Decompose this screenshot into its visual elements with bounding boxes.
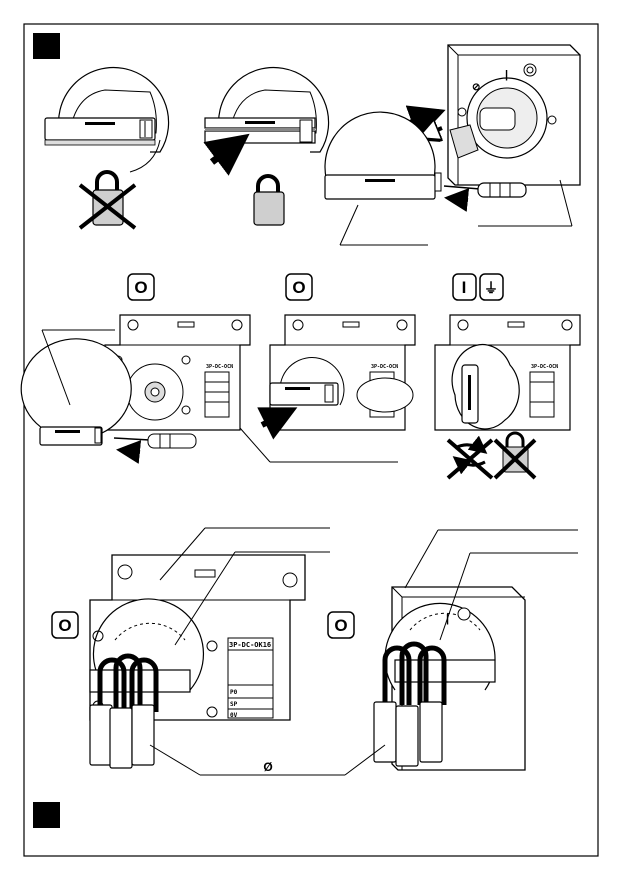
off-symbol: O [292, 278, 305, 297]
off-symbol-box-2: O [285, 273, 313, 301]
padlock-icon [253, 174, 285, 226]
svg-text:P0: P0 [230, 689, 238, 696]
lock-crossed-icon [78, 170, 137, 230]
svg-text:0V: 0V [230, 712, 238, 719]
lock-crossed-icon-2 [493, 431, 537, 480]
off-symbol: O [334, 616, 347, 635]
enclosure-figure-3: | ⊘ [324, 44, 581, 200]
diameter-callout: Ø [149, 744, 386, 776]
off-symbol-box-4: O [327, 611, 355, 639]
on-symbol-box: I [452, 273, 477, 301]
corner-marker-top [33, 33, 60, 59]
off-symbol: O [58, 616, 71, 635]
svg-text:3P-DC-OCN: 3P-DC-OCN [531, 364, 558, 370]
off-symbol-box-1: O [127, 273, 155, 301]
screwdriver-icon [443, 182, 527, 212]
handle-figure-2 [203, 66, 330, 176]
off-symbol: O [134, 278, 147, 297]
rotate-crossed-icon [446, 435, 494, 480]
switch-figure-5: 3P-DC-OCN [257, 314, 416, 440]
svg-text:SP: SP [230, 701, 238, 708]
off-symbol-box-3: O [51, 611, 79, 639]
svg-text:|: | [505, 69, 508, 81]
switch-figure-4: 3P-DC-OCN [20, 314, 251, 464]
diameter-symbol: Ø [263, 760, 272, 774]
svg-text:3P-DC-OCN: 3P-DC-OCN [371, 364, 398, 370]
svg-text:3P-DC-OK16: 3P-DC-OK16 [229, 641, 271, 649]
page-border [23, 23, 599, 857]
switch-figure-6: 3P-DC-OCN [434, 314, 581, 431]
switch-figure-7: 3P-DC-OK16 P0 SP 0V [89, 554, 306, 721]
earth-symbol: ⏚ [484, 280, 498, 296]
earth-symbol-box: ⏚ [479, 273, 504, 301]
on-symbol: I [462, 278, 467, 297]
handle-figure-1 [44, 66, 170, 173]
corner-marker-bottom [33, 802, 60, 828]
svg-text:3P-DC-OCN: 3P-DC-OCN [206, 364, 233, 370]
padlocks-icon [89, 653, 159, 769]
svg-text:⊘: ⊘ [472, 82, 480, 93]
enclosure-figure-8: | [373, 586, 526, 771]
